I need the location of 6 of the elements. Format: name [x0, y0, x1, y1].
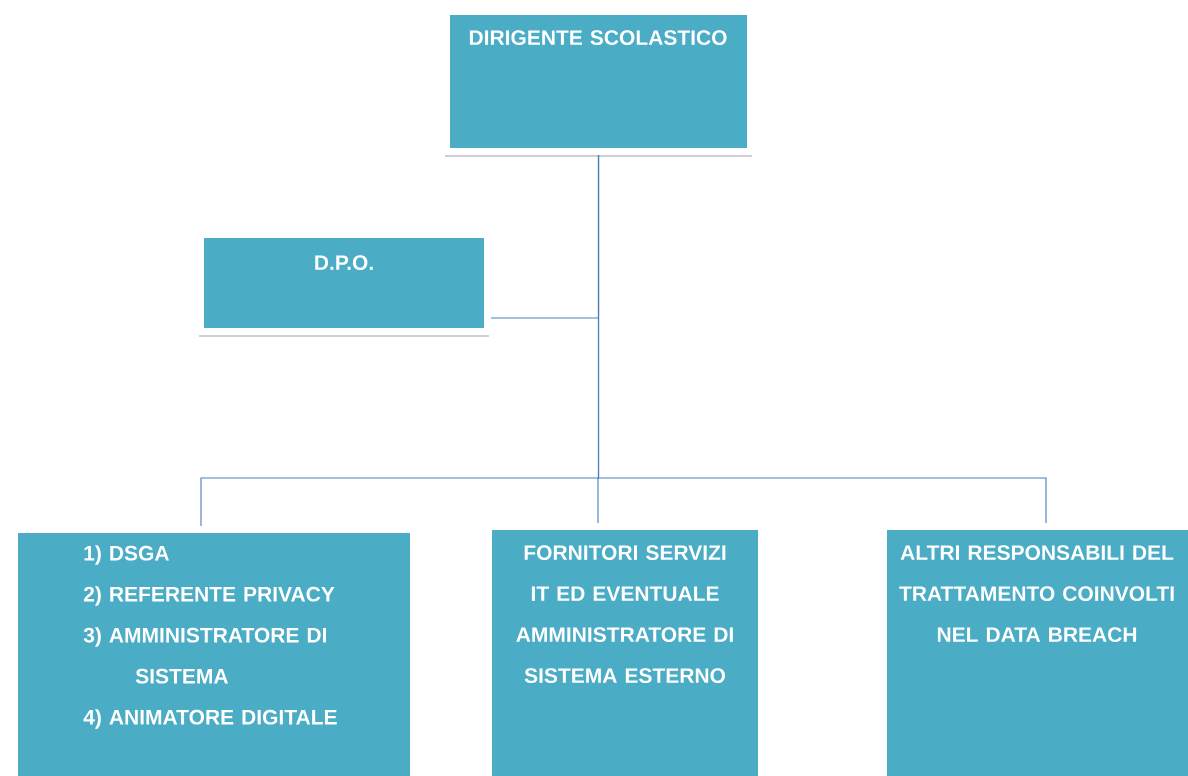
org-box: DIRIGENTE SCOLASTICO	[443, 8, 754, 157]
connector-line	[597, 154, 1047, 524]
org-box: ALTRI RESPONSABILI DEL TRATTAMENTO COINVOLTI NEL DATA BREACH	[880, 523, 1188, 776]
org-box: D.P.O.	[197, 231, 491, 337]
org-box: FORNITORI SERVIZI IT ED EVENTUALE AMMINISTRATORE DI SISTEMA ESTERNO	[485, 523, 765, 776]
org-box: 1) DSGA 2) REFERENTE PRIVACY 3) AMMINISTRATORE DI SISTEMA 4) ANIMATORE DIGITALE	[11, 526, 417, 776]
